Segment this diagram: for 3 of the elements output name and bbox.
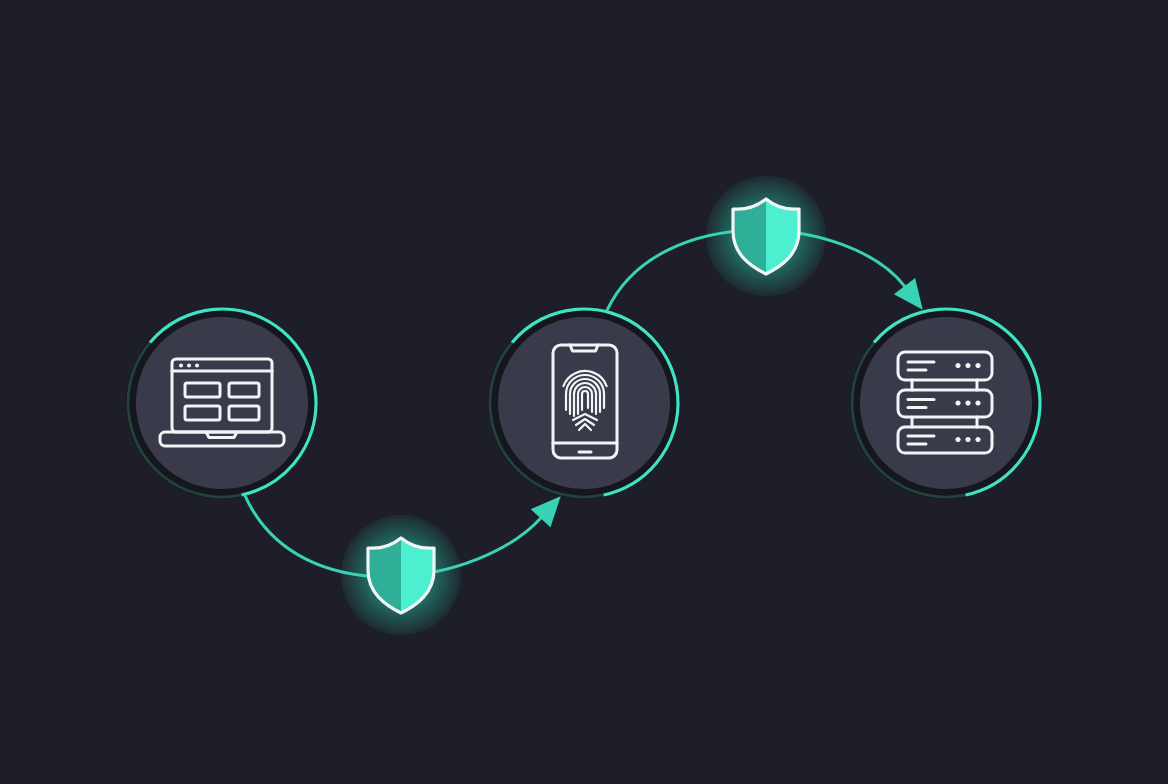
circle-node — [488, 307, 680, 499]
circle-node — [126, 307, 318, 499]
circle-node — [850, 307, 1042, 499]
